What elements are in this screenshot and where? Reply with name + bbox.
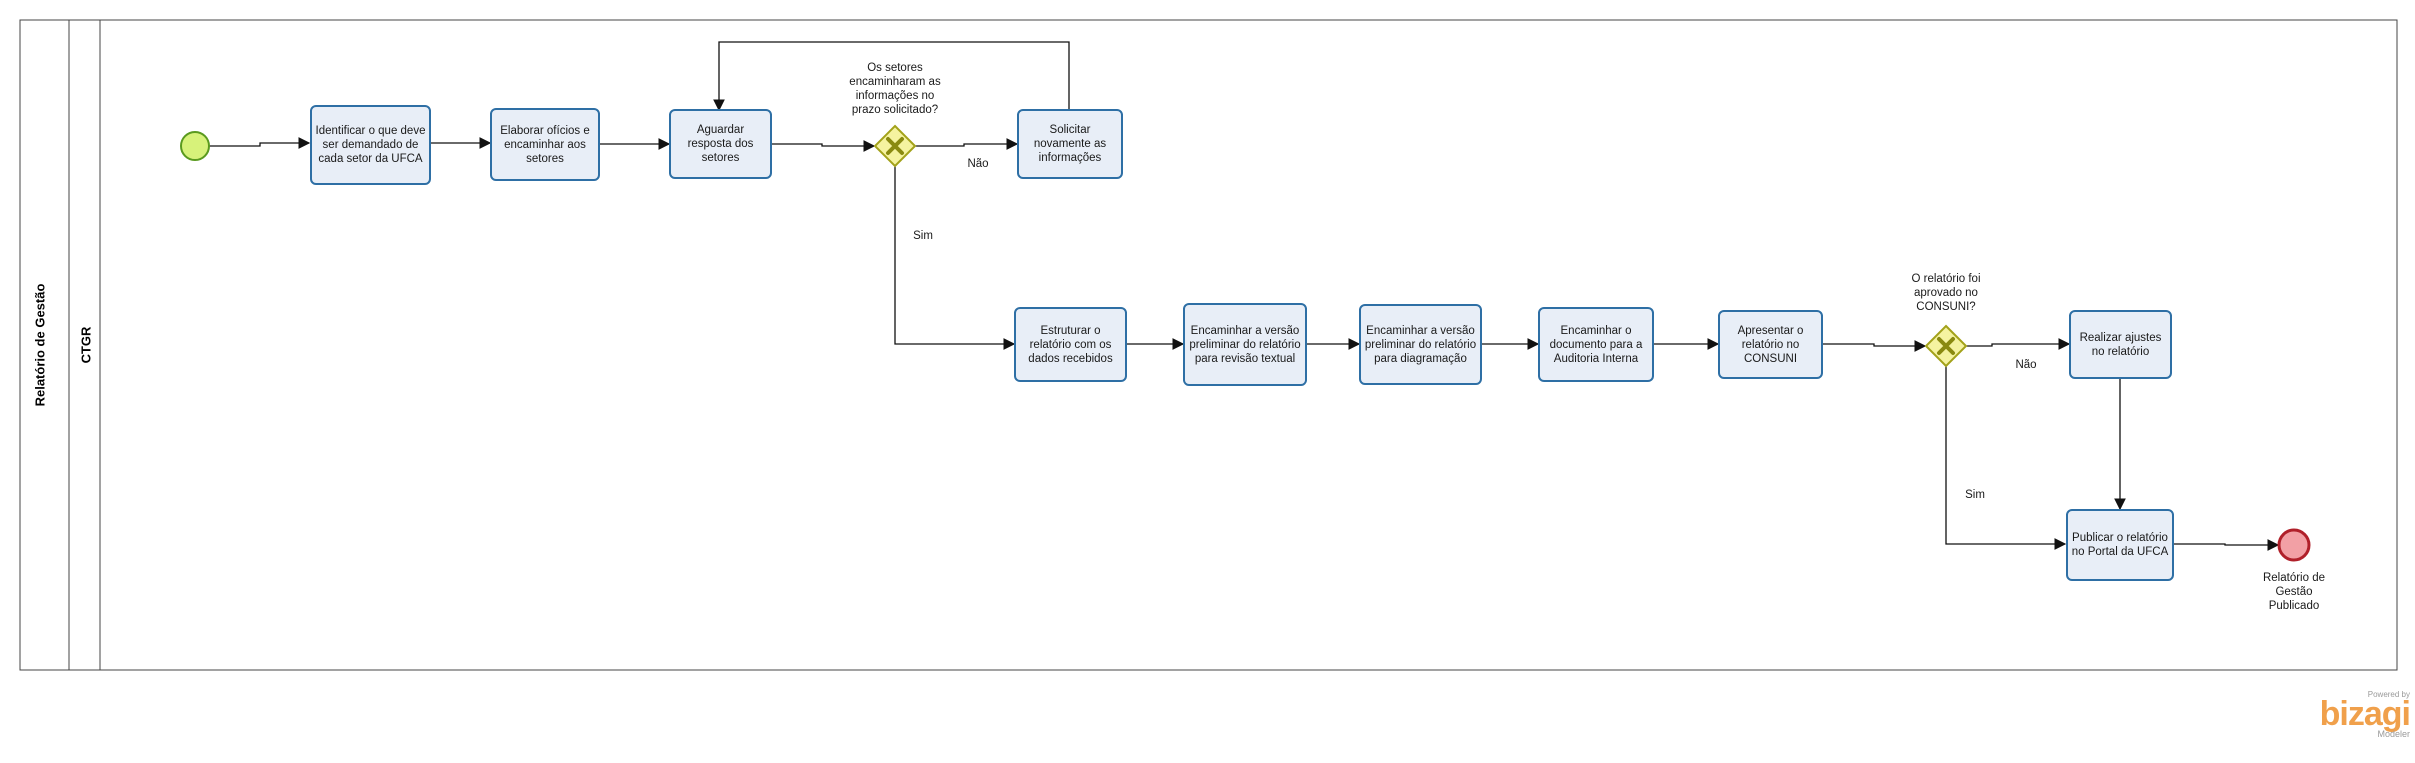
task-revisao-textual[interactable]: Encaminhar a versão preliminar do relató… [1189, 324, 1301, 365]
task-box-10 [2069, 310, 2172, 379]
task-auditoria-interna[interactable]: Encaminhar o documento para a Auditoria … [1549, 324, 1643, 365]
pool-frame [19, 19, 2398, 671]
task-box-7 [1359, 304, 1482, 385]
flow-g2-t11-yes [1945, 366, 2067, 550]
end-event-label: Relatório de Gestão Publicado [2262, 572, 2325, 612]
gateway-1-question: Os setores encaminharam as informações n… [849, 62, 941, 116]
flow-t9-g2 [1822, 340, 1927, 352]
gateway-2-no-label: Não [2015, 359, 2037, 371]
task-aguardar-resposta[interactable]: Aguardar resposta dos setores [687, 124, 754, 164]
start-event [180, 131, 210, 161]
flow-t3-g1 [771, 140, 876, 152]
gateway-1-yes-label: Sim [913, 230, 933, 242]
task-estruturar-relatorio[interactable]: Estruturar o relatório com os dados rece… [1028, 324, 1113, 365]
flow-g1-t5-yes [894, 166, 1016, 350]
task-box-6 [1183, 303, 1307, 386]
gateway-1 [873, 124, 917, 168]
task-box-4 [1017, 109, 1123, 179]
gateway-2 [1924, 324, 1968, 368]
task-box-1 [310, 105, 431, 185]
task-apresentar-consuni[interactable]: Apresentar o relatório no CONSUNI [1737, 324, 1804, 365]
task-box-9 [1718, 310, 1823, 379]
flow-g2-t10-no [1966, 338, 2071, 350]
gateway-1-no-label: Não [967, 158, 989, 170]
bizagi-logo: bizagi [2319, 695, 2411, 733]
flow-g1-t4-no [915, 138, 1019, 150]
task-box-8 [1538, 307, 1654, 382]
powered-by-text: Powered by [2367, 690, 2410, 699]
gateway-2-yes-label: Sim [1965, 489, 1985, 501]
gateway-2-question: O relatório foi aprovado no CONSUNI? [1911, 273, 1981, 313]
task-box-3 [669, 109, 772, 179]
task-identificar[interactable]: Identificar o que deve ser demandado de … [315, 125, 426, 165]
task-publicar-relatorio[interactable]: Publicar o relatório no Portal da UFCA [2071, 532, 2169, 558]
pool-title: Relatório de Gestão [32, 283, 48, 407]
task-realizar-ajustes[interactable]: Realizar ajustes no relatório [2079, 331, 2162, 358]
task-solicitar-novamente[interactable]: Solicitar novamente as informações [1033, 124, 1107, 164]
task-box-2 [490, 108, 600, 181]
task-diagramacao[interactable]: Encaminhar a versão preliminar do relató… [1364, 324, 1477, 365]
flow-t4-t3-loop [713, 41, 1070, 112]
flow-start-t1 [209, 137, 311, 149]
modeler-text: Modeler [2377, 729, 2410, 739]
task-box-11 [2066, 509, 2174, 581]
task-box-5 [1014, 307, 1127, 382]
bizagi-branding: Powered by bizagi Modeler [2310, 690, 2411, 739]
task-elaborar-oficios[interactable]: Elaborar ofícios e encaminhar aos setore… [500, 124, 590, 165]
lane-title: CTGR [78, 326, 94, 364]
flow-t11-end [2173, 539, 2280, 551]
end-event [2277, 528, 2311, 562]
